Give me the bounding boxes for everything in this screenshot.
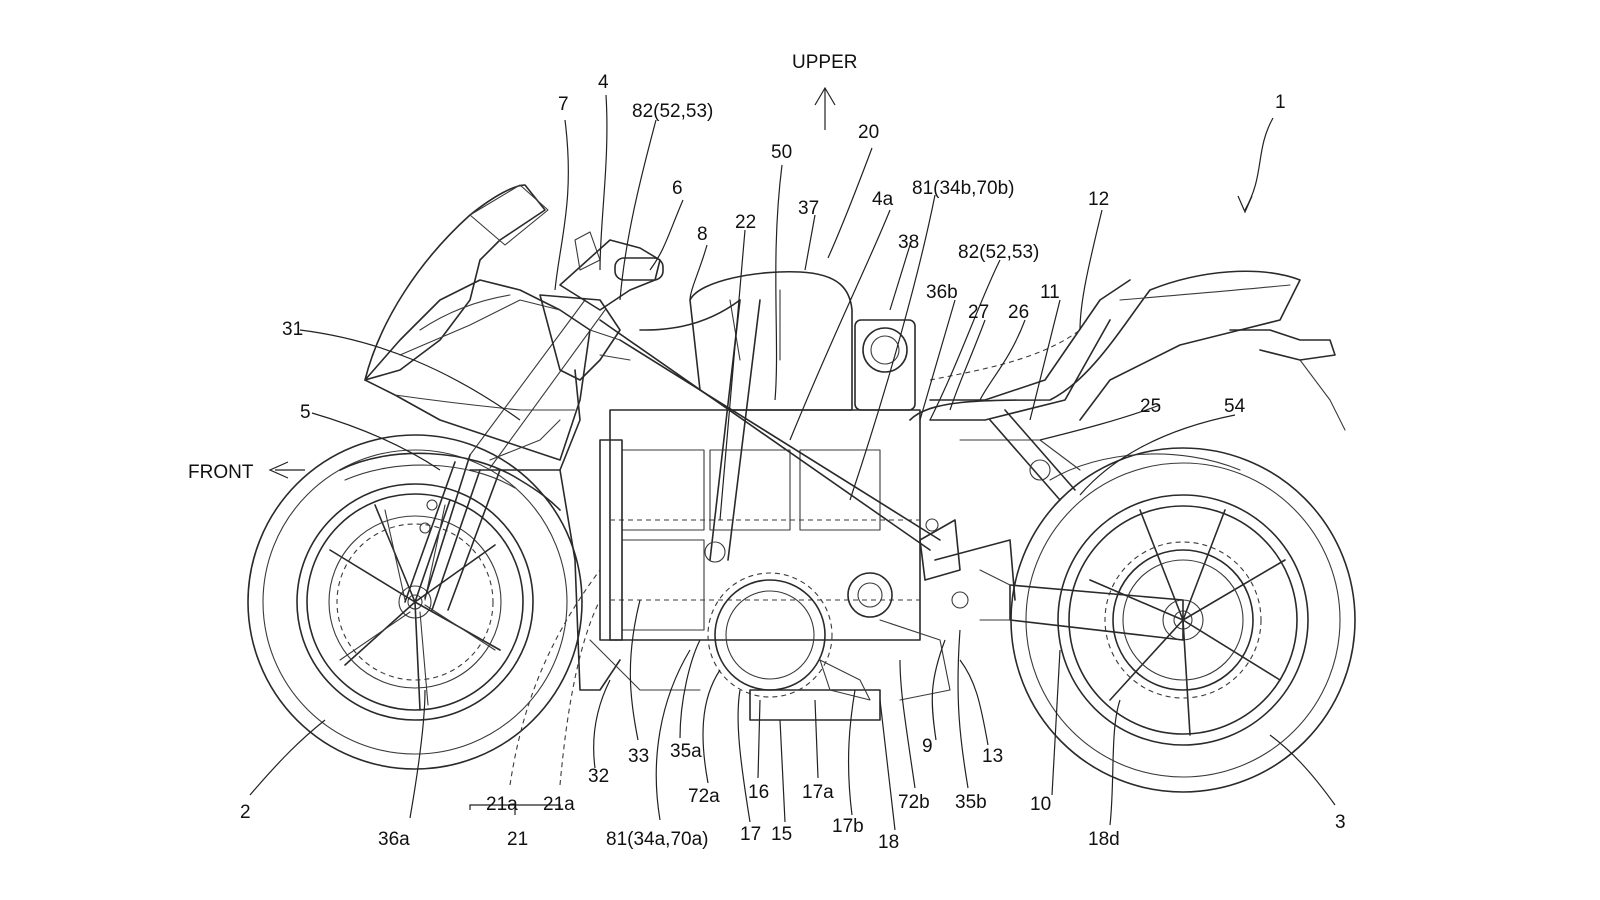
ref-label: 15 [771,824,792,845]
upper-direction-label: UPPER [792,52,857,73]
ref-label: 4 [598,72,609,93]
ref-label: 26 [1008,302,1029,323]
ref-label: 81(34a,70a) [606,829,708,850]
ref-label: 72a [688,786,720,807]
ref-label: 6 [672,178,683,199]
ref-label: 13 [982,746,1003,767]
labels: UPPER FRONT 1 2 3 4 4a 5 6 7 8 9 10 11 1… [188,52,1346,853]
ref-label: 33 [628,746,649,767]
ref-label: 36b [926,282,958,303]
ref-label: 31 [282,319,303,340]
swingarm [934,539,1184,641]
ref-label: 81(34b,70b) [912,178,1014,199]
front-cowl [364,184,701,691]
ref-label: 8 [697,224,708,245]
ref-label: 54 [1224,396,1246,417]
ref-label: 18 [878,832,899,853]
electric-motor [707,572,951,721]
ref-label: 1 [1275,92,1286,113]
ref-label: 17b [832,816,864,837]
handlebar-assembly [539,231,664,381]
ref-label: 18d [1088,829,1120,850]
ref-label: 21a [486,794,518,815]
ref-label: 35b [955,792,987,813]
front-wheel [247,434,583,770]
seat-tail [909,270,1346,431]
ref-label: 32 [588,766,609,787]
ref-label: 82(52,53) [958,242,1039,263]
ref-label: 7 [558,94,569,115]
ref-label: 21a [543,794,575,815]
ref-label: 20 [858,122,879,143]
ref-label: 50 [771,142,792,163]
ref-label: 16 [748,782,769,803]
ref-label: 4a [872,189,894,210]
rear-hugger [1049,453,1241,481]
ref-label: 22 [735,212,756,233]
rear-shock [989,409,1076,501]
ref-label: 27 [968,302,989,323]
ref-label: 10 [1030,794,1051,815]
ref-label: 11 [1040,282,1060,303]
front-fork [339,299,606,611]
front-direction-label: FRONT [188,462,254,483]
ref-label: 25 [1140,396,1161,417]
ref-label: 72b [898,792,930,813]
ref-label: 35a [670,741,702,762]
ref-label: 82(52,53) [632,101,713,122]
battery-housing [599,270,921,641]
leader-lines [249,86,1336,831]
ref-label: 3 [1335,812,1346,833]
ref-label: 17a [802,782,834,803]
ref-label: 5 [300,402,311,423]
ref-label: 9 [922,736,933,757]
ref-label: 21 [507,829,528,850]
ref-label: 37 [798,198,819,219]
ref-label: 38 [898,232,919,253]
ref-label: 17 [740,824,761,845]
ref-label: 2 [240,802,251,823]
ref-label: 36a [378,829,410,850]
ref-label: 12 [1088,189,1109,210]
